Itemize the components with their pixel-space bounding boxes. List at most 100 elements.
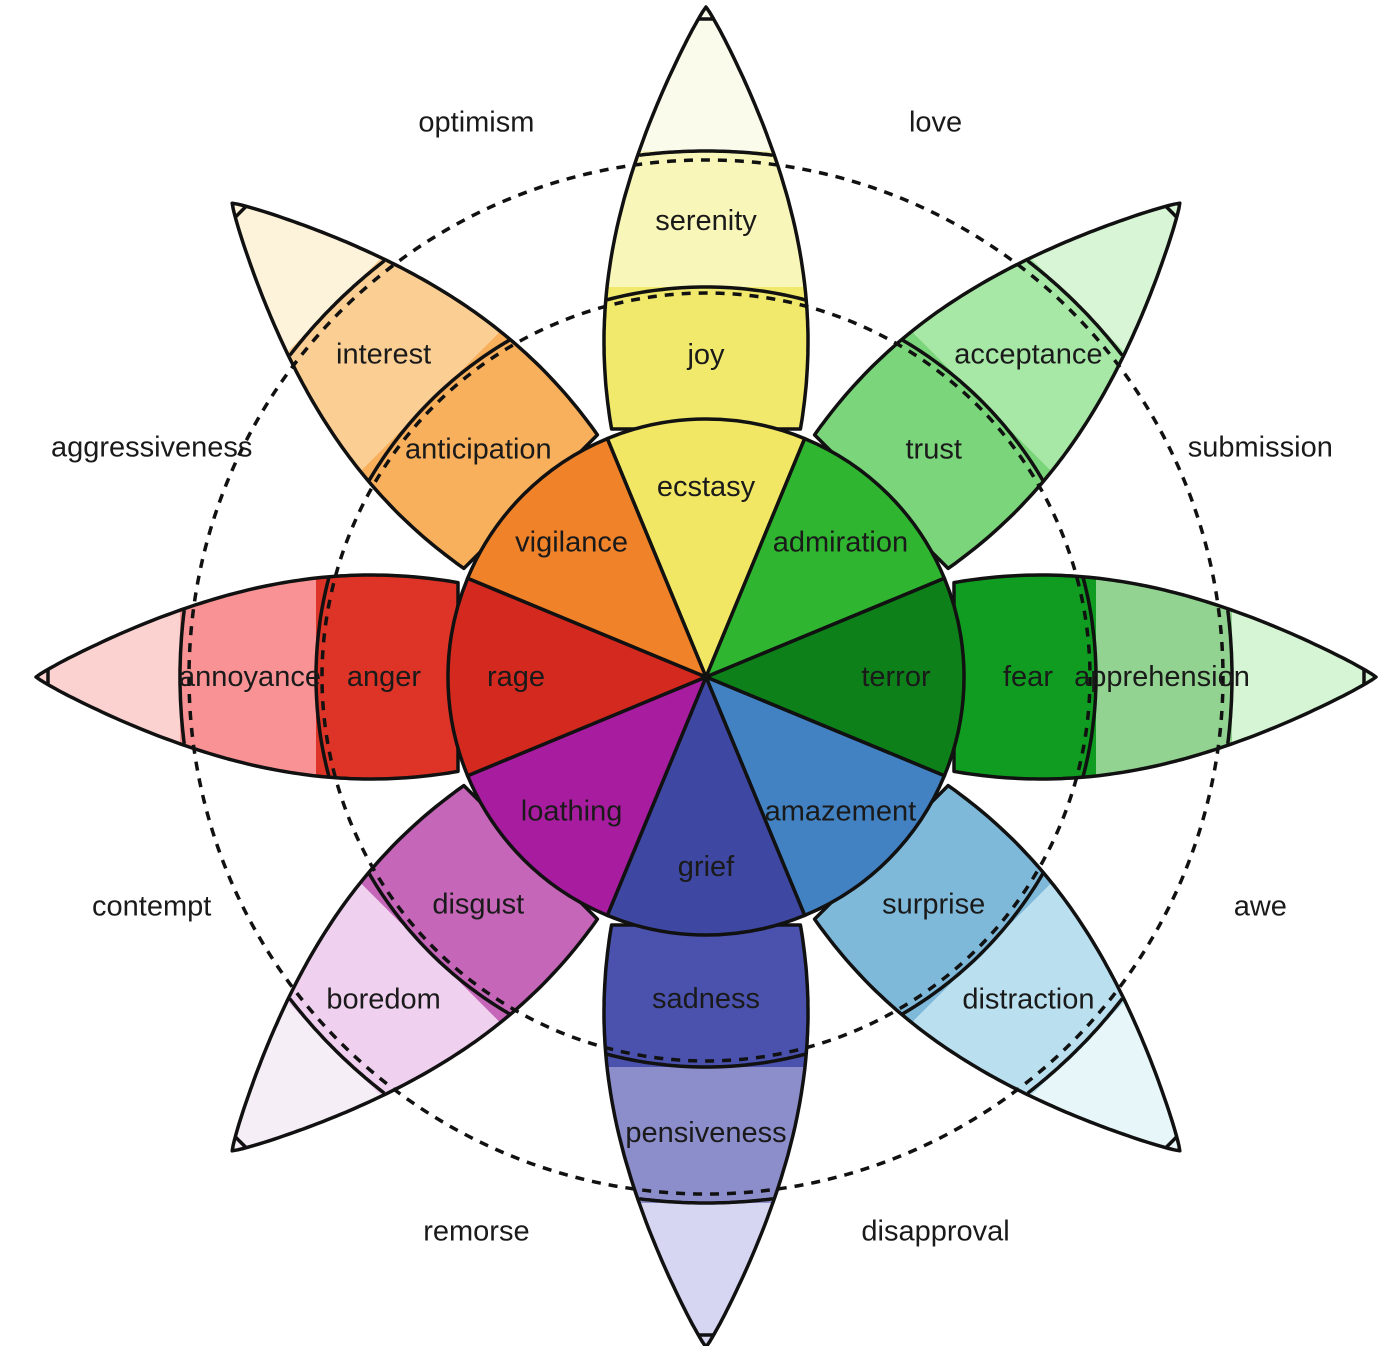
petal-band-divider	[367, 338, 511, 482]
dyad-label-disapproval: disapproval	[861, 1215, 1009, 1247]
petal-outline	[34, 573, 460, 781]
petal-band-divider	[638, 149, 774, 158]
petal-joy	[602, 5, 810, 431]
emotion-label-acceptance: acceptance	[954, 339, 1102, 371]
petal-band-3	[639, 1203, 773, 1346]
petal-band-1	[954, 575, 1096, 779]
core-wedge-vigilance	[465, 436, 708, 679]
emotion-label-vigilance: vigilance	[515, 527, 628, 559]
dyad-label-awe: awe	[1234, 891, 1287, 923]
emotion-label-admiration: admiration	[773, 527, 908, 559]
petal-outline	[812, 201, 1182, 571]
petal-band-2	[286, 882, 501, 1097]
core-wedge-ecstasy	[605, 417, 807, 679]
petal-band-1	[604, 287, 808, 429]
dyad-label-aggressiveness: aggressiveness	[51, 431, 253, 463]
petal-outline	[602, 923, 810, 1346]
petal-band-1	[360, 785, 598, 1023]
petal-band-divider	[638, 1196, 774, 1205]
emotion-label-pensiveness: pensiveness	[625, 1117, 786, 1149]
petal-band-divider	[1026, 997, 1124, 1095]
petal-sadness	[602, 923, 810, 1346]
petal-band-3	[232, 1001, 382, 1151]
core-wedge-admiration	[704, 436, 947, 679]
petal-anticipation	[230, 201, 600, 571]
emotion-label-loathing: loathing	[521, 795, 623, 827]
petal-band-divider	[1026, 259, 1124, 357]
petal-fear	[952, 573, 1378, 781]
petal-band-2	[1096, 578, 1232, 776]
petal-band-2	[911, 882, 1126, 1097]
petal-band-divider	[606, 1052, 806, 1069]
emotion-label-interest: interest	[336, 339, 431, 371]
petal-band-3	[1232, 610, 1376, 744]
emotion-label-ecstasy: ecstasy	[657, 471, 756, 503]
emotion-label-surprise: surprise	[882, 889, 985, 921]
emotion-label-annoyance: annoyance	[179, 661, 321, 693]
petal-band-divider	[288, 259, 386, 357]
emotion-label-distraction: distraction	[962, 983, 1094, 1015]
petal-band-3	[36, 610, 180, 744]
dyad-label-love: love	[909, 107, 962, 139]
petal-band-divider	[901, 338, 1045, 482]
emotion-label-sadness: sadness	[652, 983, 760, 1015]
petal-band-1	[814, 785, 1052, 1023]
petal-band-divider	[314, 577, 331, 777]
petal-band-3	[1030, 1001, 1180, 1151]
petal-band-divider	[1164, 204, 1179, 219]
petal-band-3	[639, 7, 773, 151]
petal-outline	[952, 573, 1378, 781]
petal-band-divider	[1225, 609, 1234, 745]
emotion-label-joy: joy	[686, 339, 725, 371]
emotion-label-trust: trust	[905, 433, 961, 465]
emotion-label-anger: anger	[347, 661, 422, 693]
emotion-label-anticipation: anticipation	[405, 433, 552, 465]
dyad-label-optimism: optimism	[418, 107, 534, 139]
petal-band-1	[316, 575, 458, 779]
petal-surprise	[812, 783, 1182, 1153]
petal-band-divider	[233, 1135, 248, 1150]
petal-band-3	[232, 203, 382, 353]
emotion-label-fear: fear	[1003, 661, 1053, 693]
petal-band-1	[604, 925, 808, 1067]
dyad-label-remorse: remorse	[423, 1215, 529, 1247]
petal-band-divider	[367, 872, 511, 1016]
petal-outline	[230, 201, 600, 571]
core-wedge-amazement	[704, 675, 947, 918]
petal-band-divider	[288, 997, 386, 1095]
emotion-label-rage: rage	[487, 661, 545, 693]
emotion-label-apprehension: apprehension	[1074, 661, 1250, 693]
petal-outline	[602, 5, 810, 431]
petal-band-divider	[1164, 1135, 1179, 1150]
petal-band-divider	[901, 872, 1045, 1016]
petal-band-1	[360, 331, 598, 569]
petal-band-divider	[1081, 577, 1098, 777]
dyad-label-contempt: contempt	[92, 891, 211, 923]
core-wedge-rage	[446, 576, 708, 778]
emotion-label-amazement: amazement	[765, 795, 917, 827]
core-wedge-loathing	[465, 675, 708, 918]
label-layer: ecstasy joy serenity admiration trust accepta…	[51, 107, 1333, 1248]
core-layer	[446, 417, 966, 937]
petal-band-divider	[606, 285, 806, 302]
petal-outline	[230, 783, 600, 1153]
petal-band-2	[607, 151, 805, 287]
emotion-label-boredom: boredom	[326, 983, 440, 1015]
emotion-label-serenity: serenity	[655, 205, 757, 237]
petal-band-3	[1030, 203, 1180, 353]
petal-outline	[812, 783, 1182, 1153]
emotion-label-grief: grief	[678, 851, 735, 883]
emotion-label-disgust: disgust	[432, 889, 524, 921]
ring-layer	[187, 158, 1225, 1196]
petal-band-divider	[178, 609, 187, 745]
dashed-ring-inner	[320, 291, 1092, 1063]
petal-disgust	[230, 783, 600, 1153]
dashed-ring-outer	[187, 158, 1225, 1196]
core-wedge-grief	[605, 675, 807, 937]
petal-band-2	[607, 1067, 805, 1203]
petal-anger	[34, 573, 460, 781]
core-wedge-terror	[704, 576, 966, 778]
petal-band-divider	[233, 204, 248, 219]
emotion-label-terror: terror	[861, 661, 931, 693]
